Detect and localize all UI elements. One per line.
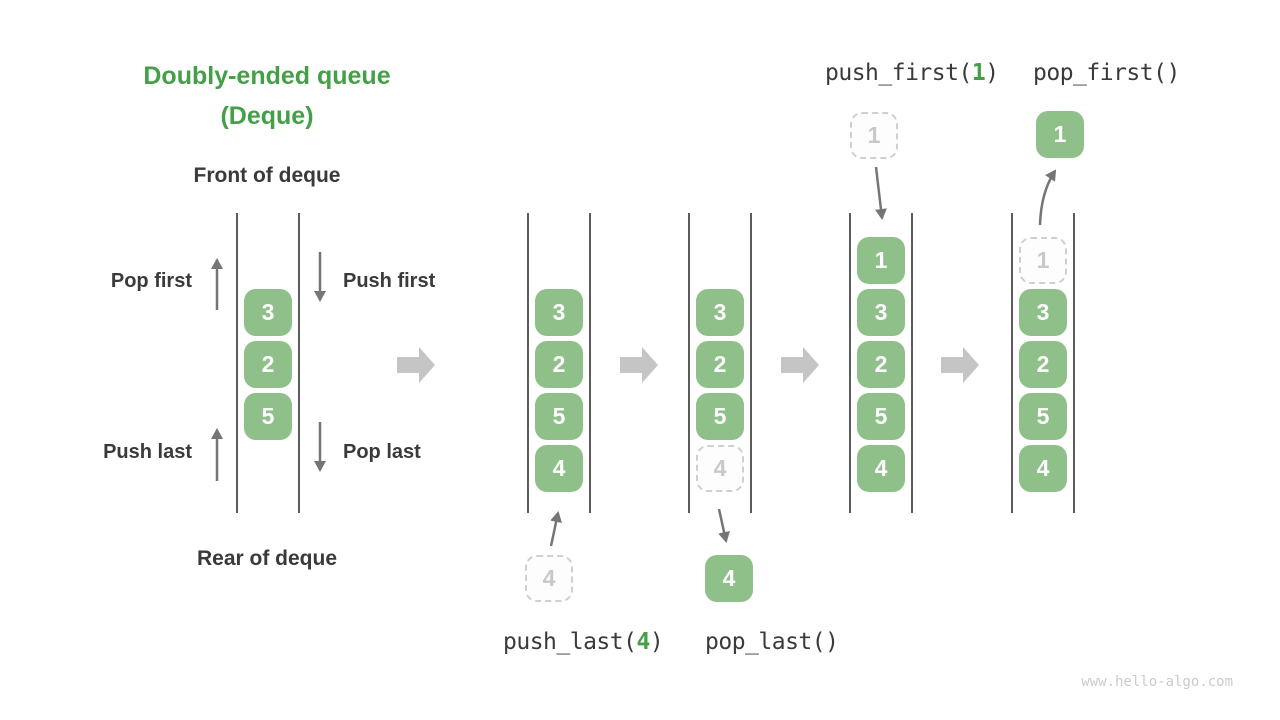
- deque-pop-first-wall: [1011, 213, 1013, 513]
- deque-after-push-first-item: 3: [857, 289, 905, 336]
- op-text: push_last(: [503, 629, 637, 655]
- pop-last-label: Pop last: [343, 441, 421, 463]
- deque-pop-last-item: 4: [696, 445, 744, 492]
- popped-first-value-box: 1: [1036, 111, 1084, 158]
- deque-after-push-first-item: 1: [857, 237, 905, 284]
- step-arrow-icon: [941, 347, 979, 383]
- push-first-insert-arrow-icon: [874, 166, 887, 220]
- deque-pop-last-wall: [688, 213, 690, 513]
- deque-after-push-last-item: 2: [535, 341, 583, 388]
- deque-pop-first-item: 2: [1019, 341, 1067, 388]
- op-text: push_first(: [825, 60, 972, 86]
- pushed-first-value-box: 1: [850, 112, 898, 159]
- watermark: www.hello-algo.com: [1081, 674, 1233, 690]
- pushed-last-value-box: 4: [525, 555, 573, 602]
- deque-after-push-first-item: 2: [857, 341, 905, 388]
- push-last-operation-label: push_last(4): [503, 629, 664, 655]
- op-text: ): [985, 60, 999, 86]
- front-of-deque-label: Front of deque: [193, 164, 341, 187]
- push-first-operation-label: push_first(1): [825, 60, 999, 86]
- step-arrow-icon: [620, 347, 658, 383]
- op-text: pop_last(): [705, 629, 839, 655]
- deque-overview-wall: [236, 213, 238, 513]
- deque-pop-first-item: 1: [1019, 237, 1067, 284]
- popped-last-value-box: 4: [705, 555, 753, 602]
- deque-after-push-last-item: 5: [535, 393, 583, 440]
- deque-overview-item: 5: [244, 393, 292, 440]
- page-title-line2: (Deque): [220, 102, 314, 130]
- deque-overview-item: 3: [244, 289, 292, 336]
- deque-after-push-last-item: 3: [535, 289, 583, 336]
- pop-first-remove-arrow-icon: [1038, 169, 1057, 226]
- deque-pop-last-wall: [750, 213, 752, 513]
- step-arrow-icon: [781, 347, 819, 383]
- push-first-label: Push first: [343, 270, 436, 292]
- deque-overview-wall: [298, 213, 300, 513]
- deque-after-push-first-wall: [911, 213, 913, 513]
- rear-of-deque-label: Rear of deque: [196, 547, 338, 570]
- deque-after-push-last-wall: [527, 213, 529, 513]
- pop-first-label: Pop first: [110, 270, 192, 292]
- deque-pop-last-item: 2: [696, 341, 744, 388]
- deque-pop-first-wall: [1073, 213, 1075, 513]
- pop-first-operation-label: pop_first(): [1033, 60, 1180, 86]
- deque-pop-first-item: 4: [1019, 445, 1067, 492]
- op-argument: 1: [971, 60, 986, 86]
- page-title-line1: Doubly-ended queue: [143, 62, 391, 90]
- deque-pop-first-item: 3: [1019, 289, 1067, 336]
- push-last-insert-arrow-icon: [549, 511, 563, 547]
- deque-after-push-first-item: 4: [857, 445, 905, 492]
- page-title: Doubly-ended queue (Deque): [117, 56, 417, 136]
- deque-after-push-first-item: 5: [857, 393, 905, 440]
- deque-pop-last-item: 5: [696, 393, 744, 440]
- pop-last-operation-label: pop_last(): [705, 629, 839, 655]
- op-text: pop_first(): [1033, 60, 1180, 86]
- push-last-label: Push last: [103, 441, 192, 463]
- deque-after-push-last-wall: [589, 213, 591, 513]
- step-arrow-icon: [397, 347, 435, 383]
- deque-overview-item: 2: [244, 341, 292, 388]
- op-text: ): [649, 629, 664, 655]
- deque-after-push-first-wall: [849, 213, 851, 513]
- deque-after-push-last-item: 4: [535, 445, 583, 492]
- deque-pop-first-item: 5: [1019, 393, 1067, 440]
- pop-last-remove-arrow-icon: [717, 508, 730, 543]
- deque-pop-last-item: 3: [696, 289, 744, 336]
- op-argument: 4: [636, 629, 650, 655]
